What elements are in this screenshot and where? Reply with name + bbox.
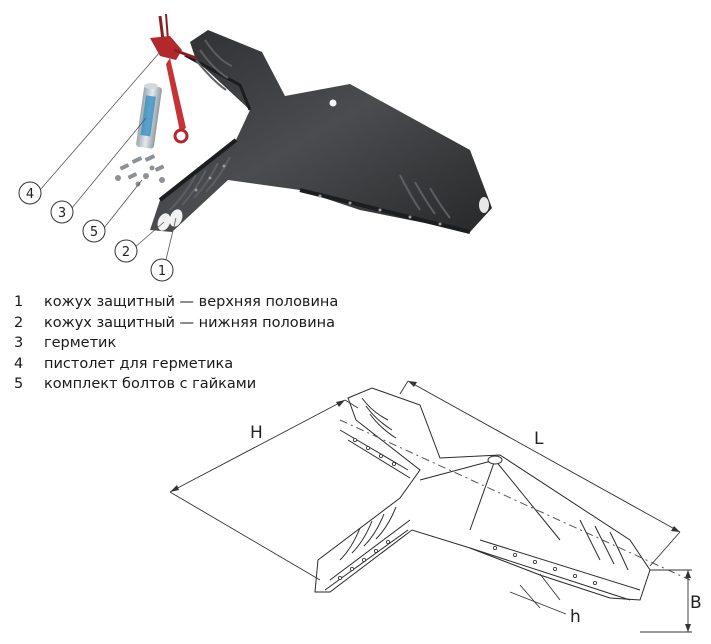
svg-text:3: 3 (58, 206, 66, 221)
dimension-h-label: h (570, 607, 581, 627)
callout-2: 2 (114, 239, 138, 263)
callout-3: 3 (50, 200, 74, 224)
bolts-icon (115, 154, 165, 187)
line-drawing-holes (337, 437, 598, 586)
dimension-H-label: H (250, 423, 263, 443)
tee-enclosure-render (150, 30, 492, 234)
svg-text:1: 1 (158, 264, 166, 279)
sealant-gun-icon (150, 13, 197, 144)
svg-text:2: 2 (122, 245, 130, 260)
dimension-B-label: B (690, 593, 702, 613)
callout-5: 5 (82, 219, 106, 243)
dimension-lines (169, 380, 692, 633)
callout-1: 1 (150, 258, 174, 282)
tee-line-drawing (314, 387, 691, 601)
callout-4: 4 (18, 181, 42, 205)
dimension-L-label: L (534, 429, 544, 449)
sealant-can-icon (136, 83, 162, 149)
svg-text:4: 4 (26, 187, 34, 202)
svg-text:5: 5 (90, 225, 98, 240)
dimension-arrows (170, 381, 691, 632)
